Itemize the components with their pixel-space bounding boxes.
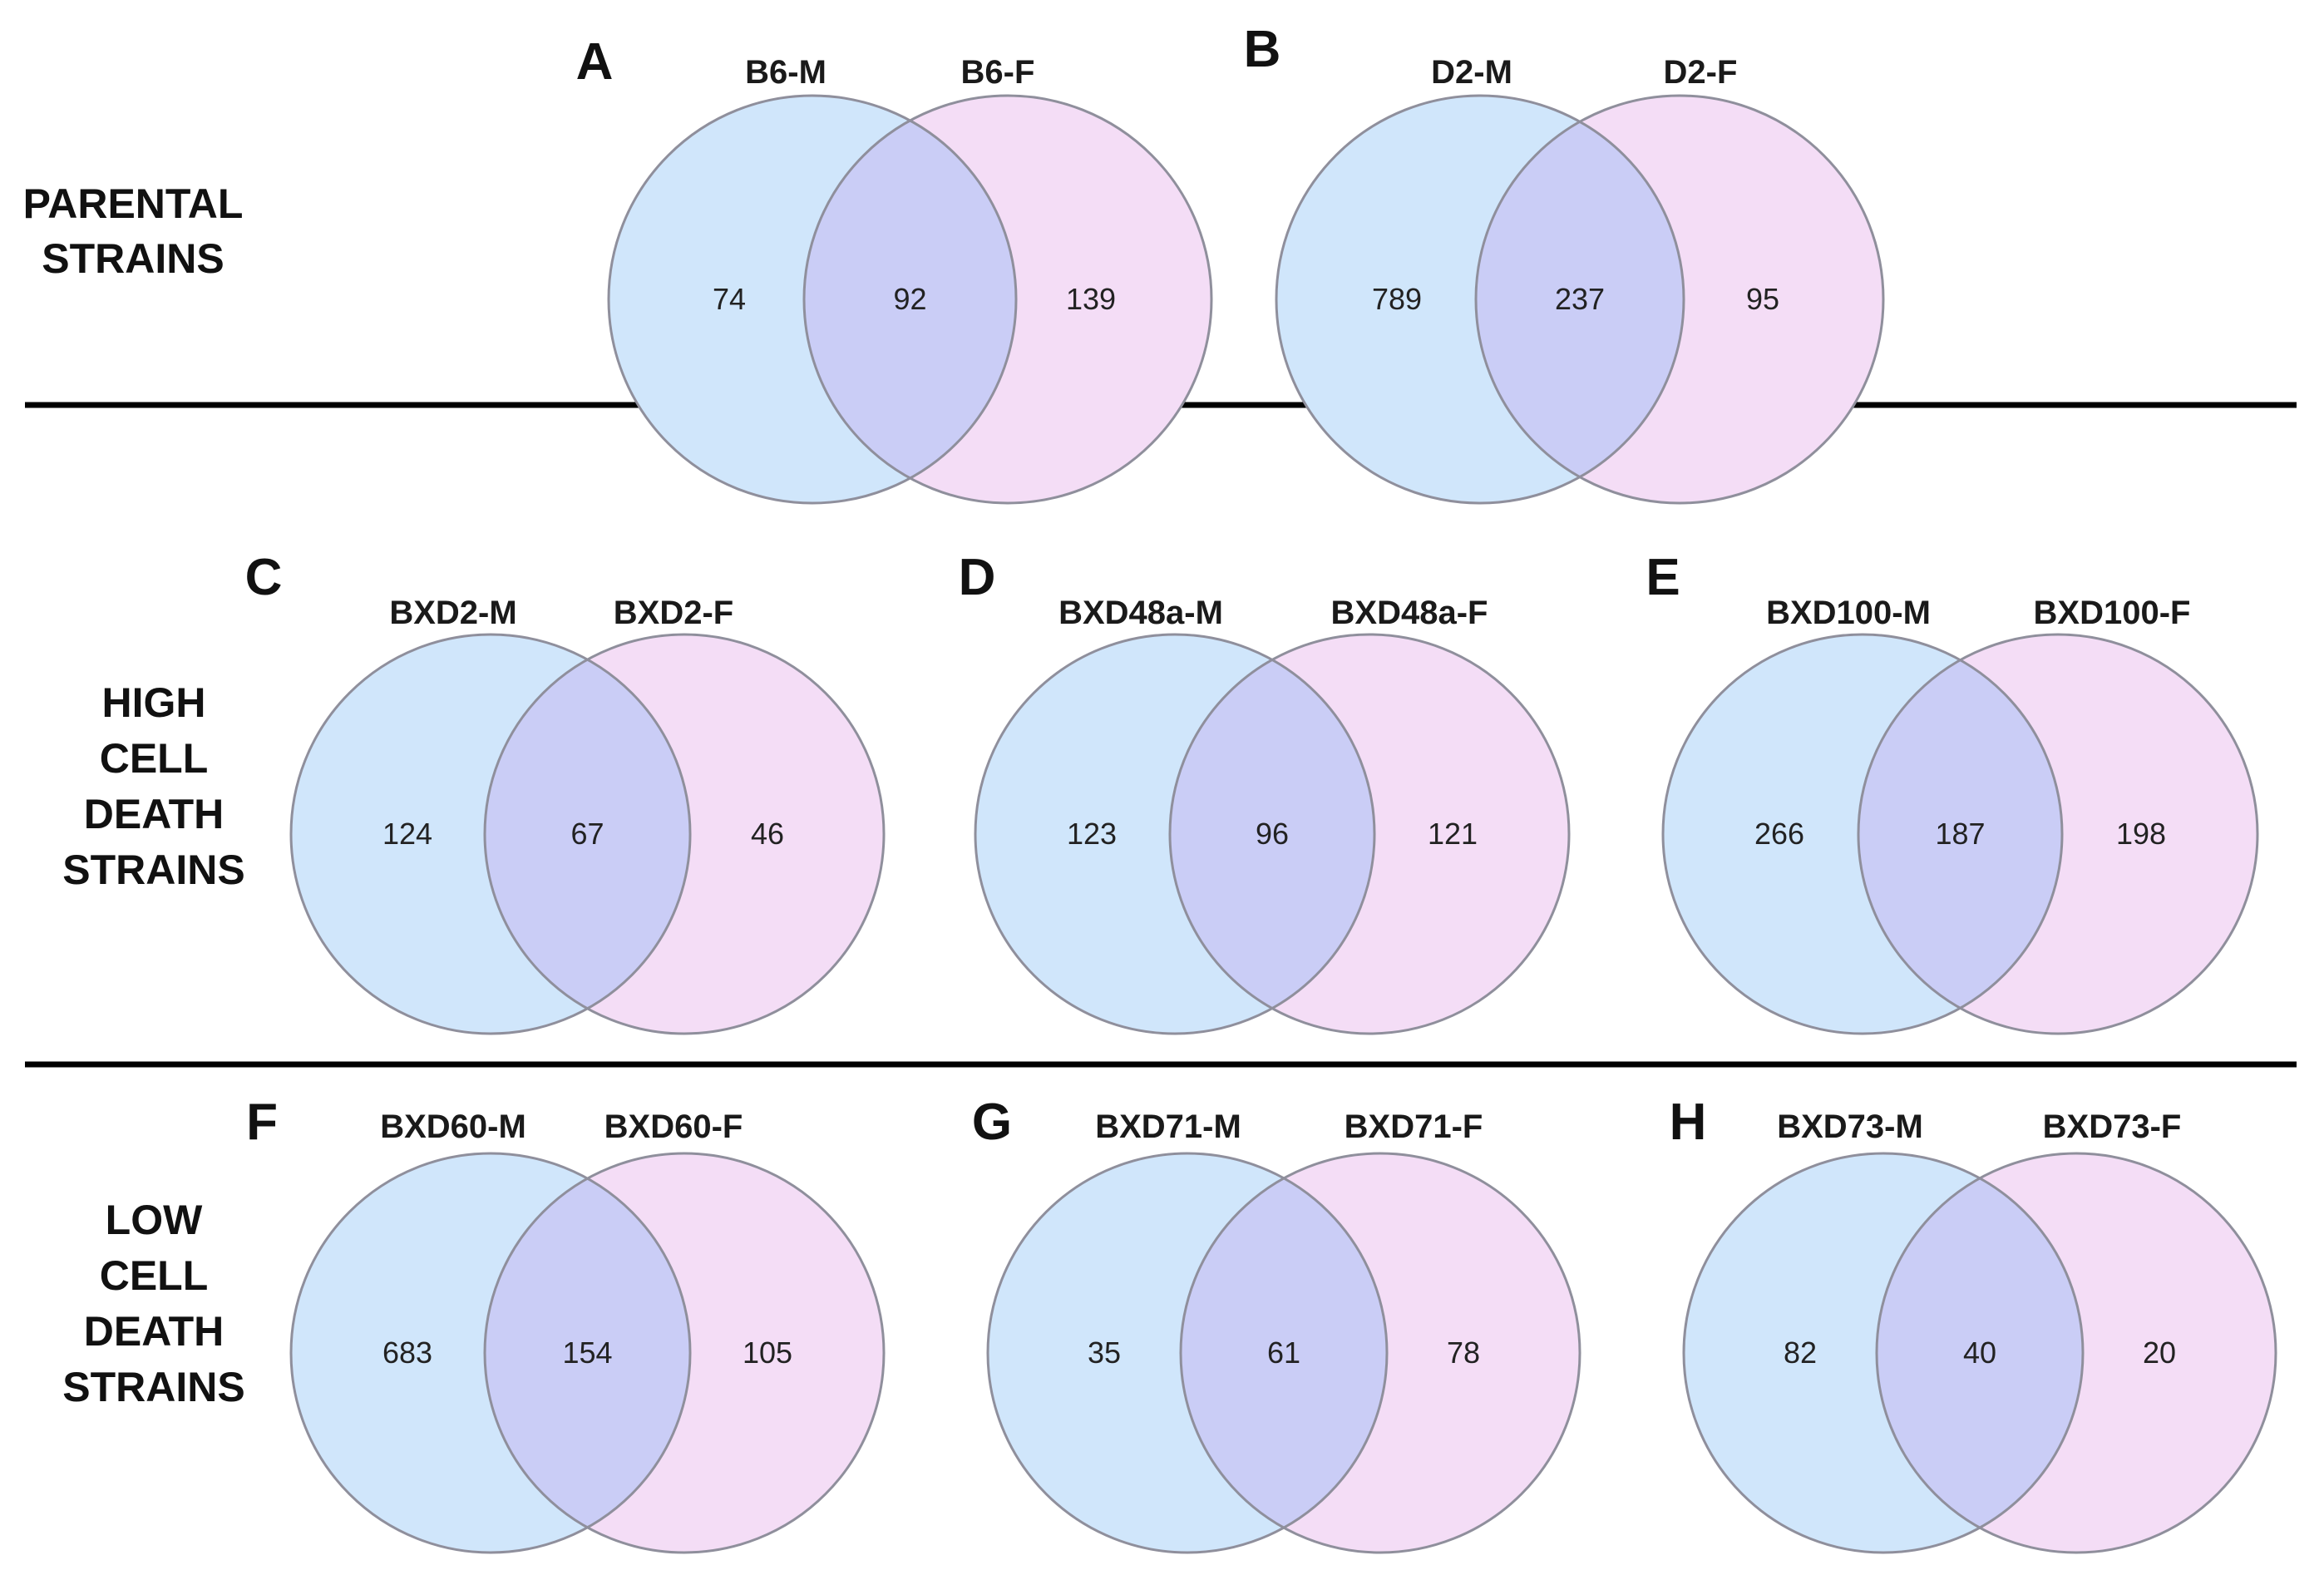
male-set-outline	[607, 94, 1018, 505]
female-set-label: BXD73-F	[2043, 1108, 2182, 1145]
female-set-outline	[1474, 94, 1885, 505]
female-only-count: 121	[1428, 817, 1478, 851]
male-set-label: BXD2-M	[389, 595, 516, 631]
overlap-region	[485, 634, 690, 1034]
female-only-count: 95	[1746, 282, 1779, 316]
overlap-region	[1476, 96, 1684, 503]
row-label-line: STRAINS	[62, 847, 244, 893]
shared-count: 92	[893, 282, 926, 316]
female-only-count: 105	[743, 1336, 792, 1370]
shared-count: 96	[1256, 817, 1289, 851]
female-only-count: 78	[1447, 1336, 1480, 1370]
female-set-outline	[483, 633, 886, 1035]
male-only-count: 123	[1067, 817, 1117, 851]
row-label-line: CELL	[100, 1252, 209, 1299]
female-only-count: 46	[751, 817, 784, 851]
overlap-region	[1170, 634, 1374, 1034]
female-set-outline	[1179, 1152, 1581, 1554]
male-set-outline	[289, 1152, 692, 1554]
shared-count: 187	[1935, 817, 1985, 851]
female-set-label: B6-F	[961, 54, 1035, 91]
venn-panel-b: B D2-M D2-F 789 237 95	[1244, 21, 1885, 505]
row-label-low: LOW CELL DEATH STRAINS	[62, 1197, 244, 1410]
panel-letter: C	[245, 549, 283, 606]
female-set-label: BXD100-F	[2034, 595, 2191, 631]
venn-panel-c: C BXD2-M BXD2-F 124 67 46	[245, 549, 886, 1035]
shared-count: 61	[1267, 1336, 1300, 1370]
shared-count: 237	[1555, 282, 1605, 316]
female-set-label: BXD71-F	[1345, 1108, 1483, 1145]
venn-panel-g: G BXD71-M BXD71-F 35 61 78	[972, 1094, 1581, 1554]
overlap-region	[1181, 1153, 1387, 1553]
panel-letter: D	[959, 549, 996, 606]
venn-panel-f: F BXD60-M BXD60-F 683 154 105	[246, 1094, 886, 1554]
male-only-count: 789	[1372, 282, 1422, 316]
female-set-outline	[802, 94, 1213, 505]
panel-letter: G	[972, 1094, 1012, 1151]
row-label-parental: PARENTAL STRAINS	[23, 180, 244, 282]
male-only-count: 82	[1784, 1336, 1817, 1370]
male-only-count: 74	[713, 282, 746, 316]
panel-letter: B	[1244, 21, 1281, 78]
venn-panel-h: H BXD73-M BXD73-F 82 40 20	[1670, 1094, 2277, 1554]
row-label-line: LOW	[106, 1197, 203, 1243]
male-set-outline	[1275, 94, 1685, 505]
male-only-count: 35	[1088, 1336, 1121, 1370]
male-set-label: BXD100-M	[1766, 595, 1931, 631]
venn-panel-d: D BXD48a-M BXD48a-F 123 96 121	[959, 549, 1571, 1035]
row-label-line: PARENTAL	[23, 180, 244, 227]
female-set-outline	[1875, 1152, 2277, 1554]
female-set-label: D2-F	[1664, 54, 1738, 91]
female-set-outline	[1857, 633, 2259, 1035]
male-set-outline	[289, 633, 692, 1035]
male-only-count: 266	[1754, 817, 1804, 851]
row-label-line: HIGH	[102, 679, 206, 726]
overlap-region	[804, 96, 1016, 503]
female-set-label: BXD60-F	[604, 1108, 743, 1145]
venn-panel-e: E BXD100-M BXD100-F 266 187 198	[1646, 549, 2259, 1035]
female-set-outline	[483, 1152, 886, 1554]
row-label-line: STRAINS	[62, 1364, 244, 1410]
shared-count: 67	[570, 817, 604, 851]
row-label-high: HIGH CELL DEATH STRAINS	[62, 679, 244, 893]
female-only-count: 20	[2143, 1336, 2176, 1370]
row-label-line: STRAINS	[42, 235, 224, 282]
female-only-count: 139	[1066, 282, 1116, 316]
male-set-outline	[986, 1152, 1389, 1554]
male-set-label: D2-M	[1431, 54, 1512, 91]
male-only-count: 683	[382, 1336, 432, 1370]
venn-panel-a: A B6-M B6-F 74 92 139	[576, 33, 1213, 505]
male-set-label: BXD73-M	[1777, 1108, 1923, 1145]
male-set-label: BXD71-M	[1095, 1108, 1241, 1145]
overlap-region	[485, 1153, 690, 1553]
shared-count: 154	[562, 1336, 612, 1370]
female-set-outline	[1168, 633, 1571, 1035]
overlap-region	[1858, 634, 2062, 1034]
male-set-outline	[1682, 1152, 2085, 1554]
row-label-line: DEATH	[84, 1308, 225, 1355]
row-labels: PARENTAL STRAINS HIGH CELL DEATH STRAINS LOW CE…	[23, 180, 245, 1410]
female-set-label: BXD48a-F	[1331, 595, 1488, 631]
venn-panels: A B6-M B6-F 74 92 139 B D2-M D2-F 789 237 95C BXD2-M…	[245, 21, 2277, 1554]
male-set-outline	[974, 633, 1376, 1035]
male-set-label: BXD48a-M	[1058, 595, 1223, 631]
overlap-region	[1877, 1153, 2083, 1553]
male-set-outline	[1661, 633, 2064, 1035]
shared-count: 40	[1963, 1336, 1996, 1370]
male-set-label: BXD60-M	[380, 1108, 526, 1145]
row-label-line: DEATH	[84, 791, 225, 837]
panel-letter: H	[1670, 1094, 1707, 1151]
female-set-label: BXD2-F	[614, 595, 733, 631]
male-only-count: 124	[382, 817, 432, 851]
row-label-line: CELL	[100, 735, 209, 782]
panel-letter: E	[1646, 549, 1680, 606]
male-set-label: B6-M	[745, 54, 826, 91]
panel-letter: A	[576, 33, 614, 91]
female-only-count: 198	[2116, 817, 2166, 851]
panel-letter: F	[246, 1094, 278, 1151]
